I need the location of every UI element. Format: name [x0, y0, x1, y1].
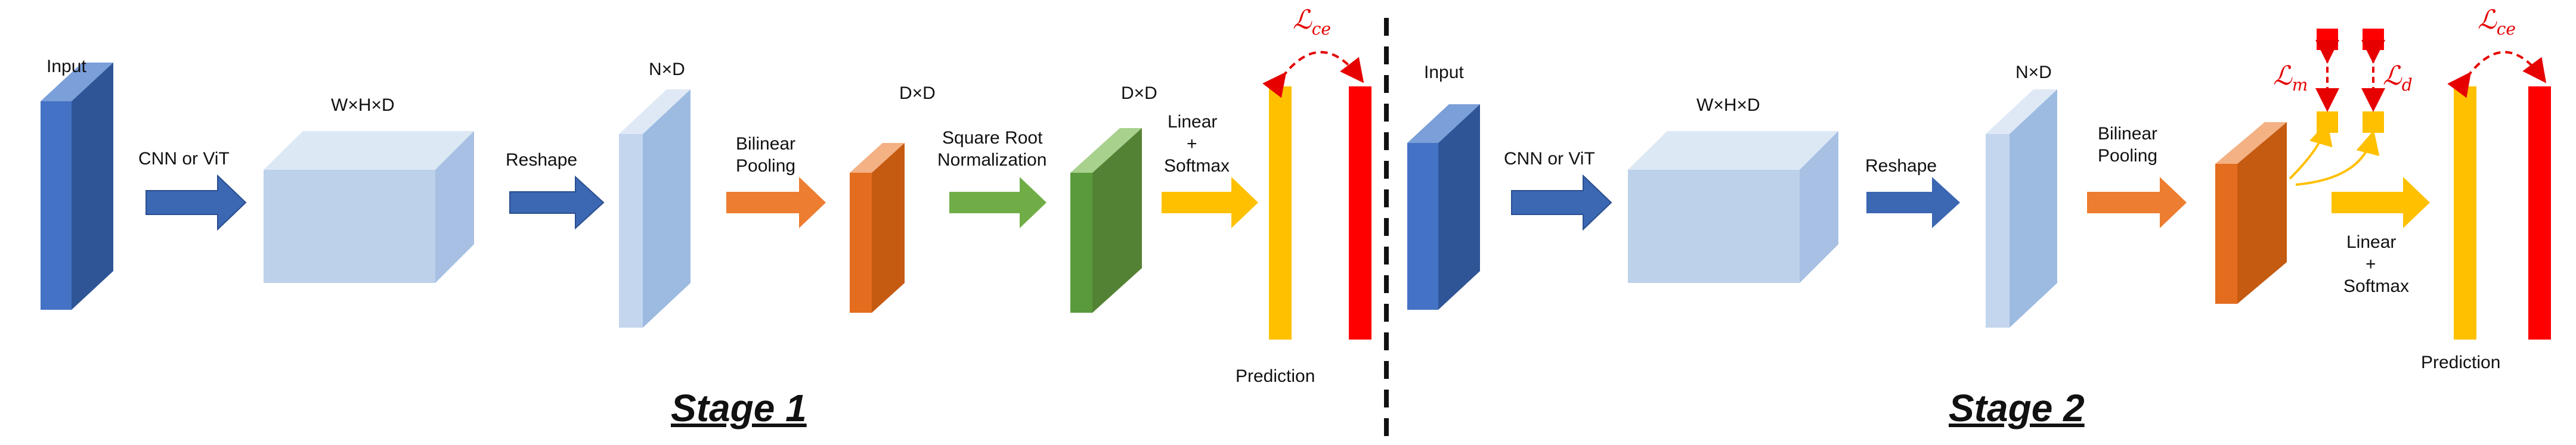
stage2-linear-label-1: Linear: [2346, 232, 2397, 252]
stage2-linear-label-2: +: [2366, 254, 2376, 274]
stage1-bilinear-block: [850, 143, 905, 313]
stage1-loss-ce-label: ℒce: [1293, 5, 1331, 39]
stage1-bilinear-out-label: D×D: [899, 83, 936, 103]
stage2-ce-loss-arrow: [2447, 51, 2547, 98]
stage1-reshaped-label: N×D: [649, 60, 685, 79]
stage1-sqrt-label-2: Normalization: [937, 150, 1047, 170]
stage2-prediction-label: Prediction: [2421, 353, 2501, 372]
stage2-feature-square-m: [2317, 111, 2338, 133]
stage1-bilinear-arrow: [726, 177, 826, 228]
stage2-target-bar: [2528, 86, 2551, 340]
stage2-bilinear-arrow: [2087, 177, 2187, 228]
stage2-bilinear-block: [2215, 122, 2287, 304]
stage2-reshaped-block: [1986, 89, 2057, 328]
stage2-linear-arrow: [2332, 177, 2430, 228]
stage2-loss-m-label: ℒm: [2273, 61, 2308, 95]
stage2-reshape-label: Reshape: [1865, 156, 1937, 176]
stage1-reshape-label: Reshape: [506, 150, 578, 170]
stage1-sqrt-label-1: Square Root: [942, 128, 1043, 148]
stage1-ce-loss-arrow: [1262, 51, 1364, 98]
stage1-reshaped-block: [619, 89, 691, 328]
stage2-bilinear-label-1: Bilinear: [2098, 124, 2158, 144]
stage1-input-block: [41, 63, 113, 310]
stage2-loss-d-label: ℒd: [2383, 61, 2413, 95]
stage1-linear-label-2: +: [1187, 134, 1197, 154]
stage2-input-label: Input: [1424, 63, 1464, 82]
stage2-feature-square-d: [2363, 111, 2384, 133]
stage1-backbone-arrow: [145, 174, 247, 231]
stage2-title: Stage 2: [1949, 387, 2085, 430]
stage2-loss-ce-label: ℒce: [2478, 5, 2516, 39]
stage2-feature-arrow-m: [2289, 121, 2333, 180]
stage1-sqrt-arrow: [949, 177, 1046, 228]
stage1-feature-cube: [264, 131, 474, 283]
stage1-sqrt-block: [1070, 128, 1142, 313]
stage2-target-square-d: [2363, 29, 2384, 50]
stage1-title: Stage 1: [671, 387, 807, 430]
stage2-prediction-bar: [2454, 86, 2476, 340]
stage2-reshape-arrow: [1866, 177, 1960, 228]
stage2-reshaped-label: N×D: [2015, 63, 2052, 82]
stage1-prediction-label: Prediction: [1236, 366, 1315, 386]
stage2-feature-arrow-d: [2295, 130, 2380, 186]
stage1-linear-label-1: Linear: [1168, 112, 1218, 132]
stage1-reshape-arrow: [509, 175, 605, 230]
stage1-input-label: Input: [47, 57, 86, 76]
stage2-feature-cube: [1628, 131, 1838, 283]
stage1-bilinear-label-1: Bilinear: [736, 134, 796, 154]
stage1-prediction-bar: [1269, 86, 1292, 340]
stage1-linear-label-3: Softmax: [1164, 156, 1230, 176]
stage2-backbone-label: CNN or ViT: [1504, 149, 1595, 169]
stage1-target-bar: [1349, 86, 1371, 340]
stage1-bilinear-label-2: Pooling: [736, 156, 796, 176]
stage2-backbone-arrow: [1511, 174, 1612, 231]
stage2-linear-label-3: Softmax: [2343, 276, 2410, 296]
stage1-backbone-label: CNN or ViT: [138, 149, 230, 169]
stage1-linear-arrow: [1162, 177, 1258, 228]
stage2-input-block: [1407, 104, 1480, 310]
stage2-bilinear-label-2: Pooling: [2098, 146, 2158, 166]
stage1-feature-label: W×H×D: [331, 95, 395, 115]
stage1-sqrt-out-label: D×D: [1121, 83, 1157, 103]
stage2-target-square-m: [2317, 29, 2338, 50]
stage2-feature-label: W×H×D: [1696, 95, 1760, 115]
